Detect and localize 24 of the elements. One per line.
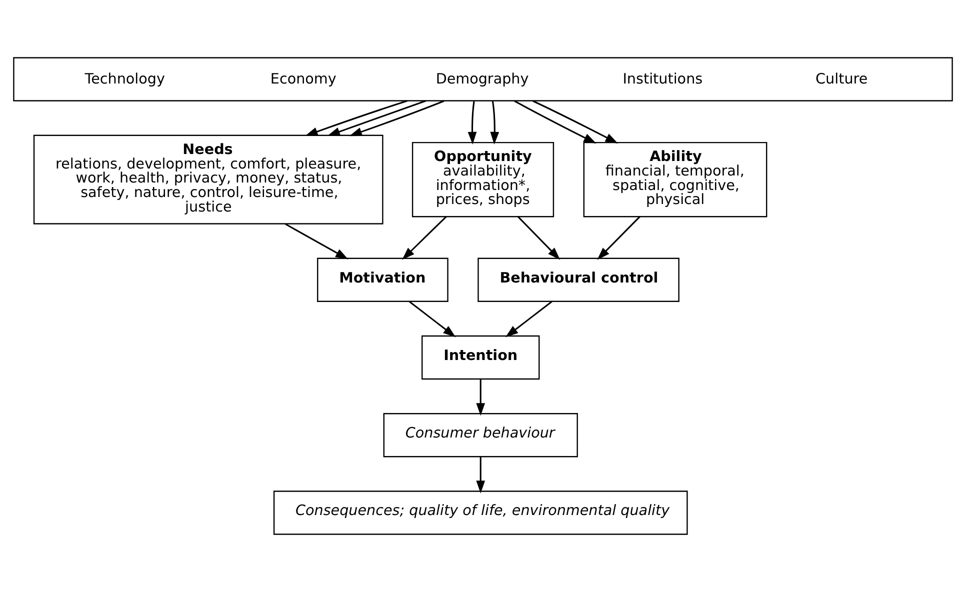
node-box: Technology Economy Demography Institutions Culture bbox=[13, 57, 953, 102]
arrow bbox=[402, 216, 447, 260]
arrow bbox=[597, 216, 640, 260]
node-box: Intention bbox=[422, 335, 540, 380]
node-box: Ability financial, temporal, spatial, cognitive, physical bbox=[583, 142, 768, 218]
arrow bbox=[476, 456, 486, 494]
arrow bbox=[327, 100, 426, 136]
arrow bbox=[349, 100, 444, 136]
node-box: Consequences; quality of life, environmental quality bbox=[273, 490, 688, 535]
arrow bbox=[505, 301, 552, 338]
node-box: Opportunity availability, information*, prices, shops bbox=[412, 142, 554, 218]
node-box: Needs relations, development, comfort, pleasure, work, health, privacy, money, status, safety, nature, control, leisure-time, justice bbox=[33, 134, 384, 224]
node-box: Motivation bbox=[317, 258, 448, 302]
node-box: Behavioural control bbox=[478, 258, 680, 302]
arrow bbox=[490, 101, 500, 145]
arrow bbox=[408, 301, 456, 338]
arrow bbox=[284, 223, 348, 260]
node-box: Consumer behaviour bbox=[383, 413, 578, 458]
arrow bbox=[476, 379, 486, 416]
arrow bbox=[514, 100, 596, 144]
arrow bbox=[517, 216, 560, 260]
arrow bbox=[468, 101, 477, 145]
arrow bbox=[305, 100, 408, 136]
arrow bbox=[532, 100, 618, 144]
